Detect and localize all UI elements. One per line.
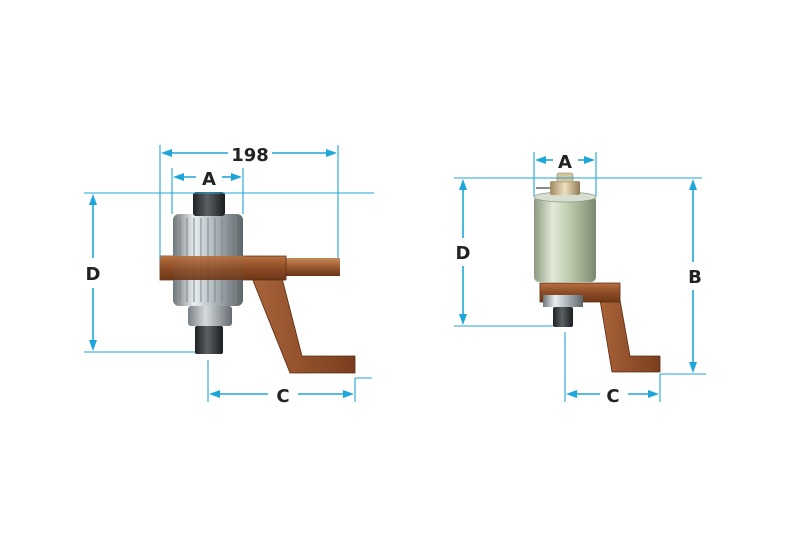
reaction-arm <box>251 277 356 374</box>
left-tool-illustration <box>159 192 356 374</box>
right-square-drive <box>553 307 573 327</box>
motor-body <box>534 196 596 282</box>
left-dimensions <box>84 145 374 402</box>
right-ribbed-ring <box>543 295 583 307</box>
right-tool-illustration <box>533 172 661 373</box>
right-d-label: D <box>456 243 471 264</box>
right-reaction-arm <box>599 299 661 373</box>
right-a-label: A <box>558 152 572 173</box>
motor-connector <box>550 181 580 195</box>
width-dimension-label: 198 <box>231 145 269 166</box>
right-b-label: B <box>688 267 702 288</box>
left-a-label: A <box>202 169 216 190</box>
right-c-label: C <box>606 386 619 407</box>
left-c-label: C <box>276 386 289 407</box>
plate-band <box>160 256 245 280</box>
square-drive <box>195 326 223 354</box>
lower-nut <box>188 306 232 326</box>
right-dimensions <box>454 152 706 402</box>
input-cap <box>193 192 225 216</box>
left-d-label: D <box>86 264 101 285</box>
